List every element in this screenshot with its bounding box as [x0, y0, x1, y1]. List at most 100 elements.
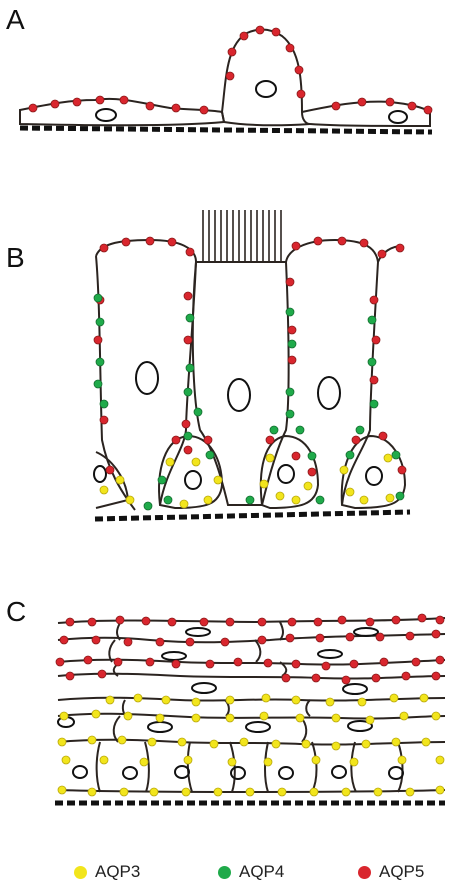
- red-dot-icon: [358, 865, 371, 879]
- nucleus: [227, 378, 251, 412]
- aqp3-marker: [383, 453, 393, 463]
- nucleus: [161, 651, 187, 661]
- aqp3-marker: [345, 487, 355, 497]
- cell-dividers: [95, 621, 404, 793]
- aqp5-marker: [141, 616, 151, 626]
- aqp5-marker: [337, 615, 347, 625]
- aqp3-marker: [373, 787, 383, 797]
- aqp3-marker: [139, 757, 149, 767]
- aqp5-marker: [351, 435, 361, 445]
- aqp3-marker: [115, 475, 125, 485]
- aqp3-marker: [339, 465, 349, 475]
- aqp4-marker: [395, 491, 405, 501]
- aqp3-marker: [181, 787, 191, 797]
- aqp3-marker: [385, 493, 395, 503]
- legend-item-aqp4: AQP4: [218, 862, 284, 882]
- aqp3-marker: [87, 735, 97, 745]
- aqp3-marker: [275, 491, 285, 501]
- aqp3-marker: [261, 693, 271, 703]
- aqp5-marker: [349, 659, 359, 669]
- aqp3-marker: [399, 711, 409, 721]
- nucleus: [72, 765, 88, 779]
- aqp4-marker: [93, 379, 103, 389]
- aqp4-marker: [295, 425, 305, 435]
- aqp5-marker: [72, 97, 82, 107]
- aqp5-marker: [185, 637, 195, 647]
- aqp5-marker: [369, 375, 379, 385]
- aqp5-marker: [145, 101, 155, 111]
- aqp5-marker: [365, 617, 375, 627]
- aqp5-marker: [167, 617, 177, 627]
- aqp5-marker: [123, 637, 133, 647]
- cilia: [202, 210, 282, 262]
- aqp5-marker: [263, 658, 273, 668]
- aqp5-marker: [59, 635, 69, 645]
- aqp3-marker: [331, 713, 341, 723]
- aqp5-marker: [83, 655, 93, 665]
- aqp4-marker: [99, 399, 109, 409]
- aqp3-marker: [227, 757, 237, 767]
- basement-membrane-b: [94, 509, 411, 522]
- panel-label-c: C: [6, 596, 27, 627]
- aqp5-marker: [183, 335, 193, 345]
- nucleus: [388, 110, 408, 124]
- nucleus: [353, 627, 379, 637]
- aqp5-marker: [199, 105, 209, 115]
- aqp3-marker: [191, 713, 201, 723]
- aqp5-marker: [205, 659, 215, 669]
- panel-c-stratified-squamous-epithelium: [55, 617, 446, 806]
- aqp4-marker: [157, 475, 167, 485]
- aqp5-marker: [395, 243, 405, 253]
- aqp4-marker: [285, 387, 295, 397]
- aqp5-marker: [423, 105, 433, 115]
- aqp3-marker: [271, 739, 281, 749]
- aqp5-marker: [378, 431, 388, 441]
- aqp5-marker: [357, 97, 367, 107]
- nucleus: [147, 721, 173, 733]
- aqp5-marker: [171, 659, 181, 669]
- aqp3-marker: [397, 755, 407, 765]
- aqp5-marker: [294, 65, 304, 75]
- aqp4-marker: [391, 450, 401, 460]
- aqp4-marker: [269, 425, 279, 435]
- aqp5-marker: [65, 671, 75, 681]
- aqp3-marker: [147, 737, 157, 747]
- aqp3-marker: [149, 787, 159, 797]
- nucleus: [184, 470, 202, 490]
- aqp3-marker: [179, 499, 189, 509]
- aqp5-marker: [315, 633, 325, 643]
- aqp3-marker: [309, 787, 319, 797]
- nucleus: [230, 766, 246, 780]
- aqp5-marker: [145, 657, 155, 667]
- aqp3-marker: [161, 695, 171, 705]
- aqp3-marker: [57, 785, 67, 795]
- aqp5-marker: [345, 632, 355, 642]
- panel-b-pseudostratified-epithelium: [93, 210, 411, 522]
- nucleus: [388, 766, 404, 780]
- aqp5-marker: [99, 415, 109, 425]
- aqp5-marker: [155, 637, 165, 647]
- aqp5-marker: [199, 617, 209, 627]
- aqp4-marker: [345, 450, 355, 460]
- aqp3-marker: [177, 737, 187, 747]
- panel-a-squamous-epithelium: [19, 28, 433, 135]
- aqp5-marker: [311, 673, 321, 683]
- aqp3-marker: [357, 697, 367, 707]
- aqp5-marker: [28, 103, 38, 113]
- aqp5-marker: [285, 277, 295, 287]
- nucleus: [245, 721, 271, 733]
- aqp4-marker: [245, 495, 255, 505]
- aqp3-marker: [419, 693, 429, 703]
- aqp5-marker: [341, 675, 351, 685]
- aqp5-marker: [281, 673, 291, 683]
- aqp4-marker: [163, 495, 173, 505]
- aqp5-marker: [321, 661, 331, 671]
- aqp3-marker: [259, 479, 269, 489]
- aqp5-marker: [255, 25, 265, 35]
- aqp5-marker: [401, 671, 411, 681]
- aqp3-marker: [405, 787, 415, 797]
- aqp5-marker: [265, 435, 275, 445]
- aqp5-marker: [431, 629, 441, 639]
- columnar-cell-outline: [285, 238, 380, 506]
- aqp5-marker: [287, 325, 297, 335]
